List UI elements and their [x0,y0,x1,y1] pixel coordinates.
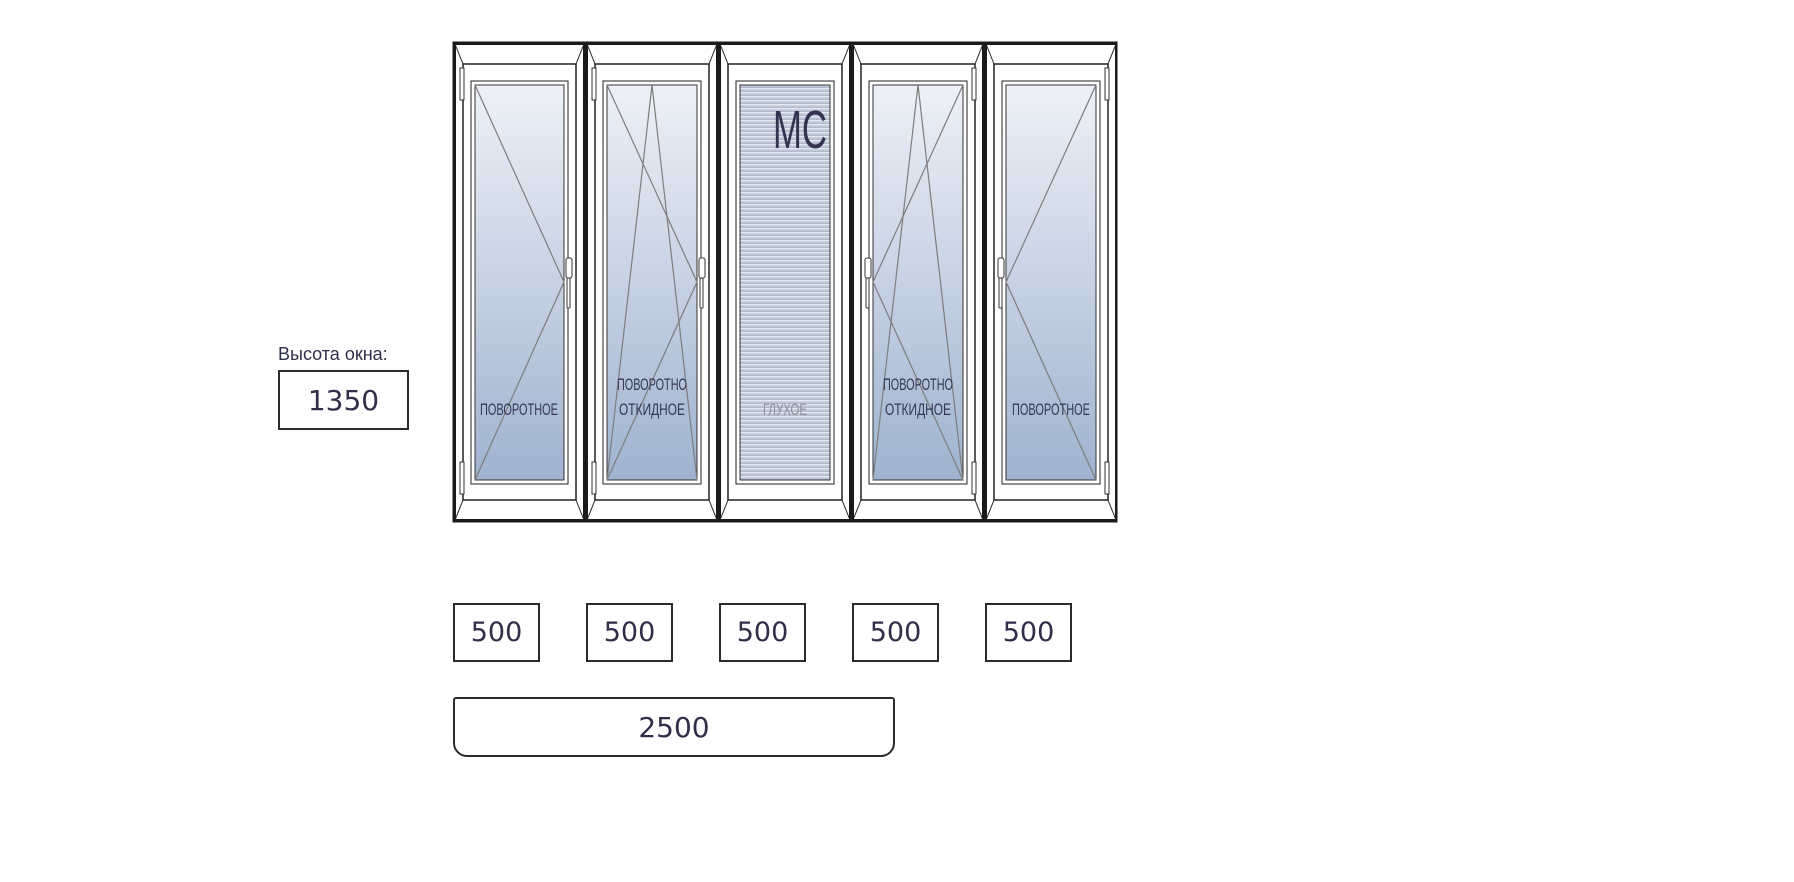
hinge-icon [591,67,597,101]
sash-3[interactable]: МС ГЛУХОЕ [719,43,851,521]
sash-4-glass [872,84,964,481]
hinge-icon [459,67,465,101]
total-width-field: 2500 [453,697,895,757]
sash-3-glass [739,84,831,481]
sash-5-glass [1005,84,1097,481]
sash-1-glass [474,84,565,481]
sash-4-width-input[interactable]: 500 [852,603,939,662]
sash-5-width-input[interactable]: 500 [985,603,1072,662]
sash-3-width-input[interactable]: 500 [719,603,806,662]
sash-2-width-input[interactable]: 500 [586,603,673,662]
handle-icon[interactable] [864,257,872,279]
handle-icon[interactable] [565,257,573,279]
hinge-icon [1104,67,1110,101]
sash-1-opening-lines [474,84,565,481]
handle-icon[interactable] [997,257,1005,279]
sash-4-type-line-2: ОТКИДНОЕ [885,400,951,419]
hinge-icon [591,461,597,495]
sash-3-type: ГЛУХОЕ [763,400,807,419]
hinge-icon [971,67,977,101]
sash-4-type-line-1: ПОВОРОТНО [883,375,953,394]
sash-2-opening-lines [606,84,698,481]
sash-5[interactable]: ПОВОРОТНОЕ [985,43,1117,521]
sash-4[interactable]: ПОВОРОТНО ОТКИДНОЕ [852,43,984,521]
hinge-icon [459,461,465,495]
sash-5-opening-lines [1005,84,1097,481]
window-height-label: Высота окна: [278,344,388,364]
hinge-icon [1104,461,1110,495]
sash-1[interactable]: ПОВОРОТНОЕ [454,43,585,521]
sash-2-type-line-1: ПОВОРОТНО [617,375,687,394]
sash-1-type: ПОВОРОТНОЕ [480,400,558,419]
sash-2-glass [606,84,698,481]
sash-5-type: ПОВОРОТНОЕ [1012,400,1090,419]
mosquito-net-mark: МС [773,100,827,160]
window-drawing: ПОВОРОТНОЕ ПОВОРОТНО ОТКИДНОЕ МС ГЛУХОЕ [452,41,1118,523]
handle-icon[interactable] [698,257,706,279]
sash-1-width-input[interactable]: 500 [453,603,540,662]
window-height-input[interactable]: 1350 [278,370,409,430]
sash-2-type-line-2: ОТКИДНОЕ [619,400,685,419]
sash-2[interactable]: ПОВОРОТНО ОТКИДНОЕ [586,43,718,521]
sash-4-opening-lines [872,84,964,481]
hinge-icon [971,461,977,495]
